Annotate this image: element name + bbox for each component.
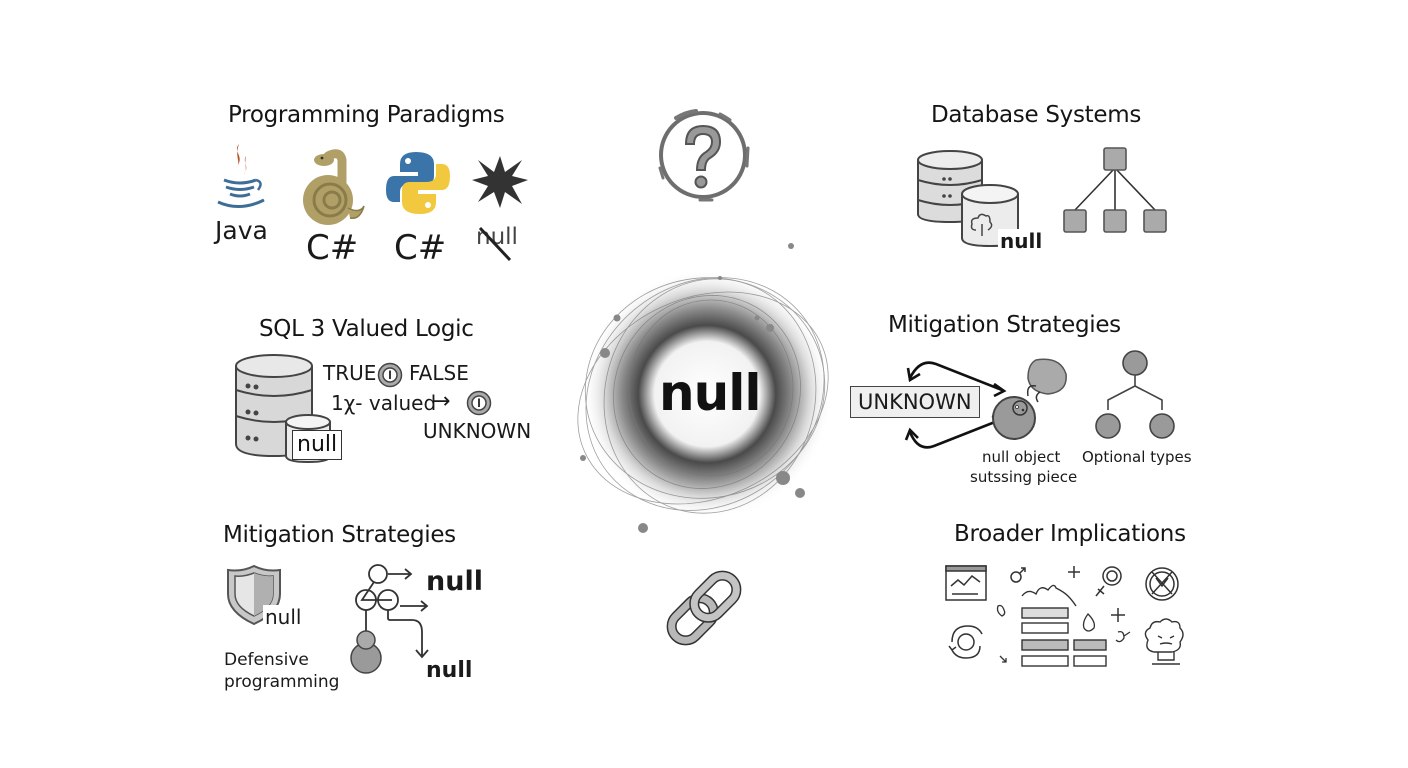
implications-icon-cluster xyxy=(945,565,1184,667)
graph-null-top: null xyxy=(426,566,483,597)
question-mark-icon xyxy=(658,109,750,202)
sql-true-label: TRUE xyxy=(323,361,377,385)
chain-link-icon xyxy=(666,570,742,646)
sql-valued-label: 1χ- valued xyxy=(331,391,437,415)
male-symbol-icon xyxy=(1010,567,1026,583)
unknown-box: UNKNOWN xyxy=(850,386,980,418)
droplet-icon xyxy=(1082,613,1096,632)
brush-stroke-icon xyxy=(478,226,512,262)
section-title-broader-implications: Broader Implications xyxy=(954,521,1186,547)
optional-types-label: Optional types xyxy=(1082,448,1192,466)
db-null-label: null xyxy=(998,229,1045,253)
squiggle-icon xyxy=(1021,584,1077,607)
tree-face-icon xyxy=(1144,618,1184,665)
lang-label-csharp-1: C# xyxy=(306,228,359,268)
plus-icon-2 xyxy=(1111,608,1125,622)
section-title-sql-logic: SQL 3 Valued Logic xyxy=(259,316,474,342)
null-object-icon xyxy=(992,358,1067,440)
graph-null-bottom: null xyxy=(426,658,473,683)
cycle-icon xyxy=(948,625,983,659)
hierarchy-icon xyxy=(1063,147,1167,233)
starburst-icon xyxy=(472,156,528,208)
lang-label-csharp-2: C# xyxy=(394,228,447,268)
section-title-mitigation-right: Mitigation Strategies xyxy=(888,312,1121,338)
compass-badge-icon xyxy=(1145,567,1179,601)
chart-window-icon xyxy=(945,565,987,601)
leaf-icon xyxy=(1115,630,1131,643)
section-title-programming-paradigms: Programming Paradigms xyxy=(228,102,505,128)
shield-null-label: null xyxy=(263,605,304,629)
null-object-caption-2: sutssing piece xyxy=(970,468,1078,486)
snake-icon xyxy=(303,149,365,225)
sql-false-label: FALSE xyxy=(409,361,469,385)
arrow-right-icon: → xyxy=(432,389,451,414)
arrow-small-icon xyxy=(999,655,1007,663)
sql-unknown-label: UNKNOWN xyxy=(423,419,532,443)
toggle-icon-2 xyxy=(466,390,492,416)
null-object-caption-1: null object xyxy=(982,448,1061,466)
stack-bars-icon xyxy=(1021,607,1107,667)
node-graph-icon xyxy=(350,564,429,674)
python-icon xyxy=(386,152,450,214)
sql-null-label: null xyxy=(292,430,343,460)
defensive-caption-1: Defensive xyxy=(224,650,309,670)
defensive-caption-2: programming xyxy=(224,672,340,692)
center-null-label: null xyxy=(659,364,761,422)
plus-icon xyxy=(1068,566,1080,578)
lang-label-java: Java xyxy=(215,216,268,245)
feather-icon xyxy=(996,604,1006,617)
female-symbol-icon xyxy=(1095,566,1122,597)
vortex-icon xyxy=(577,243,832,533)
section-title-database-systems: Database Systems xyxy=(931,102,1142,128)
optional-tree-icon xyxy=(1095,350,1175,439)
toggle-icon xyxy=(377,362,403,388)
section-title-mitigation-left: Mitigation Strategies xyxy=(223,522,456,548)
java-cup-icon xyxy=(217,144,265,208)
